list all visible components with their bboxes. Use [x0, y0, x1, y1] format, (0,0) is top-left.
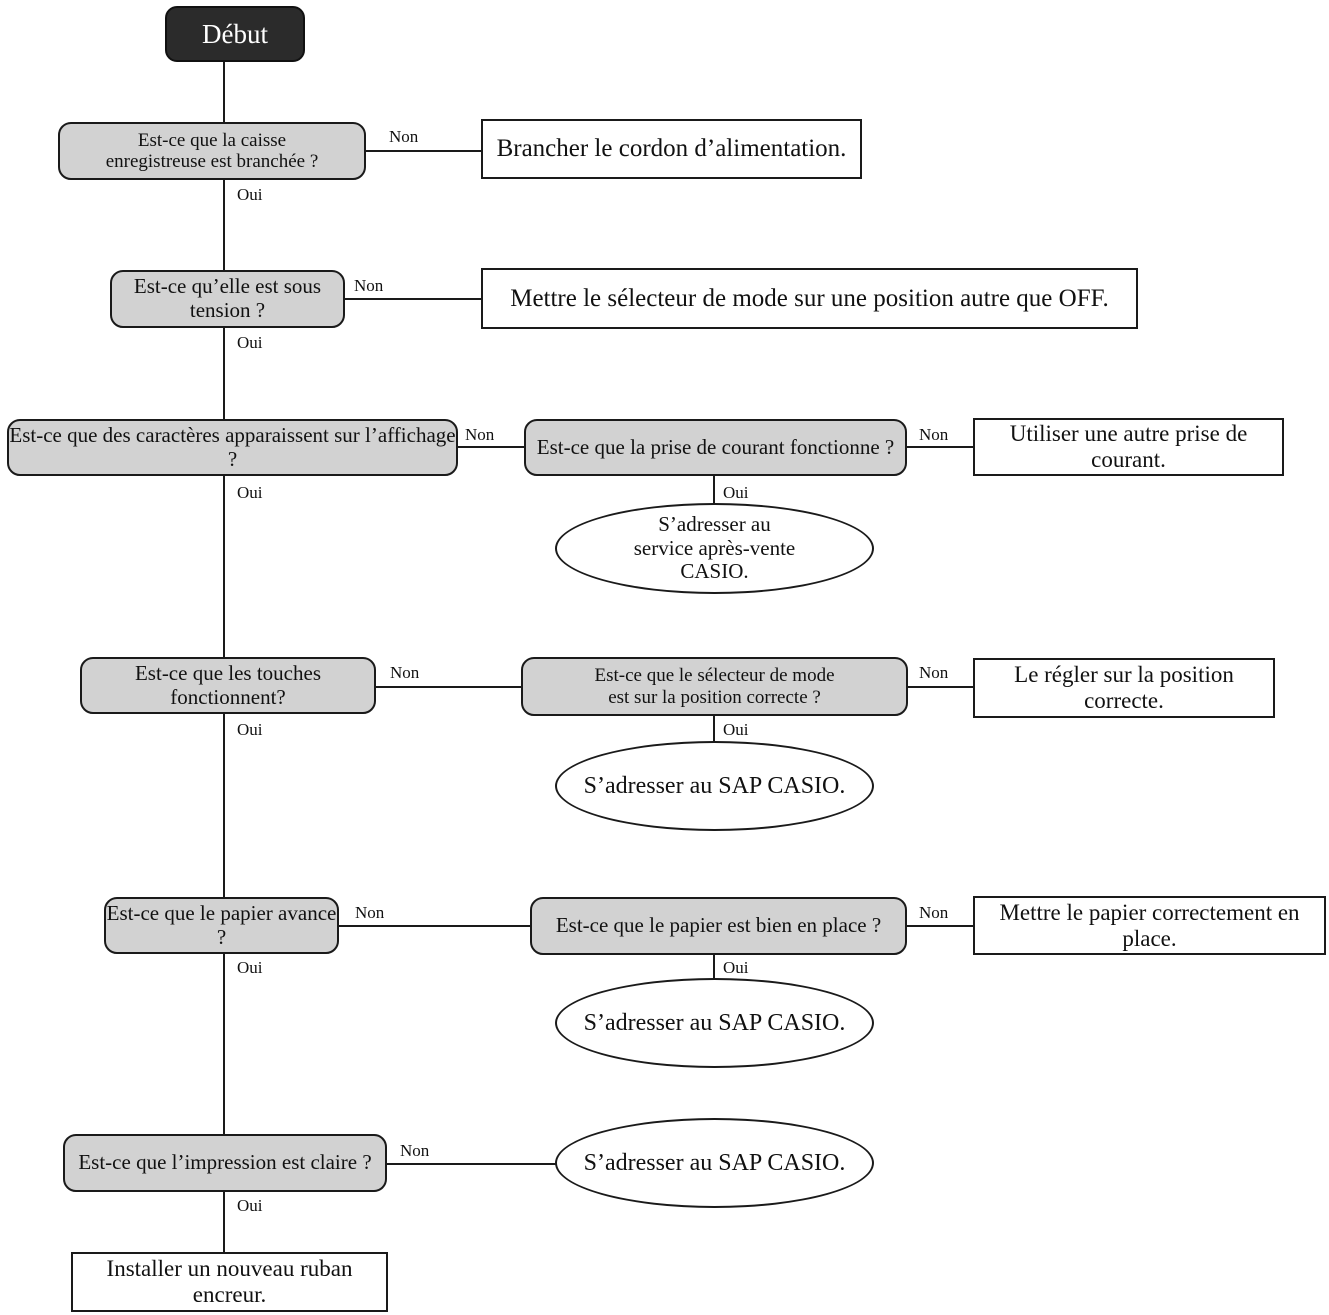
- connector-paper-feed-no: [338, 925, 530, 927]
- label-oui-display: Oui: [237, 483, 263, 502]
- label-oui-plugged: Oui: [237, 185, 263, 204]
- start-label: Début: [202, 18, 268, 49]
- label-oui-paper-placed: Oui: [723, 958, 749, 977]
- question-mode-switch-text: Est-ce que le sélecteur de mode est sur …: [594, 665, 835, 708]
- terminal-service-text: S’adresser au service après-vente CASIO.: [633, 512, 796, 584]
- connector-paper-placed-yes: [713, 955, 715, 979]
- action-set-mode: Mettre le sélecteur de mode sur une posi…: [481, 268, 1138, 329]
- label-non-print: Non: [400, 1141, 430, 1160]
- question-keys-text: Est-ce que les touches fonctionnent?: [134, 660, 322, 709]
- action-plug-cord: Brancher le cordon d’alimentation.: [481, 119, 862, 179]
- action-set-mode-text: Mettre le sélecteur de mode sur une posi…: [510, 284, 1109, 312]
- connector-mode-yes: [713, 716, 715, 742]
- connector-print-no: [386, 1163, 556, 1165]
- action-other-outlet-text: Utiliser une autre prise de courant.: [1009, 421, 1248, 472]
- label-non-mode: Non: [919, 663, 949, 682]
- terminal-sap-keys-text: S’adresser au SAP CASIO.: [583, 772, 846, 799]
- label-oui-paper-feed: Oui: [237, 958, 263, 977]
- question-powered-text: Est-ce qu’elle est sous tension ?: [133, 274, 322, 322]
- terminal-sap-keys: S’adresser au SAP CASIO.: [555, 741, 874, 831]
- question-print-clear: Est-ce que l’impression est claire ?: [63, 1134, 387, 1192]
- action-set-position: Le régler sur la position correcte.: [973, 658, 1275, 718]
- action-place-paper-text: Mettre le papier correctement en place.: [999, 899, 1300, 951]
- question-display: Est-ce que des caractères apparaissent s…: [7, 419, 458, 476]
- label-non-keys: Non: [390, 663, 420, 682]
- question-powered: Est-ce qu’elle est sous tension ?: [110, 270, 345, 328]
- label-oui-outlet: Oui: [723, 483, 749, 502]
- terminal-sap-paper: S’adresser au SAP CASIO.: [555, 978, 874, 1068]
- action-new-ribbon-text: Installer un nouveau ruban encreur.: [106, 1256, 353, 1307]
- question-outlet-text: Est-ce que la prise de courant fonctionn…: [536, 434, 895, 459]
- question-paper-feed: Est-ce que le papier avance ?: [104, 897, 339, 954]
- label-oui-print: Oui: [237, 1196, 263, 1215]
- label-oui-keys: Oui: [237, 720, 263, 739]
- label-non-paper-placed: Non: [919, 903, 949, 922]
- connector-mode-no: [907, 686, 973, 688]
- question-plugged-text: Est-ce que la caisse enregistreuse est b…: [105, 129, 319, 172]
- question-paper-placed-text: Est-ce que le papier est bien en place ?: [555, 913, 882, 938]
- terminal-service: S’adresser au service après-vente CASIO.: [555, 503, 874, 594]
- connector-keys-no: [375, 686, 521, 688]
- action-set-position-text: Le régler sur la position correcte.: [1014, 662, 1234, 713]
- action-new-ribbon: Installer un nouveau ruban encreur.: [71, 1252, 388, 1312]
- question-mode-switch: Est-ce que le sélecteur de mode est sur …: [521, 657, 908, 716]
- connector-powered-no: [344, 298, 481, 300]
- start-node: Début: [165, 6, 305, 62]
- connector-display-no: [457, 446, 524, 448]
- action-place-paper: Mettre le papier correctement en place.: [973, 896, 1326, 955]
- label-non-plugged: Non: [389, 127, 419, 146]
- connector-paper-placed-no: [906, 925, 973, 927]
- terminal-sap-paper-text: S’adresser au SAP CASIO.: [583, 1009, 846, 1036]
- connector-main-trunk: [223, 60, 225, 1252]
- question-print-clear-text: Est-ce que l’impression est claire ?: [78, 1150, 372, 1175]
- label-non-display: Non: [465, 425, 495, 444]
- question-paper-placed: Est-ce que le papier est bien en place ?: [530, 897, 907, 955]
- label-non-outlet: Non: [919, 425, 949, 444]
- action-other-outlet: Utiliser une autre prise de courant.: [973, 418, 1284, 476]
- terminal-sap-print-text: S’adresser au SAP CASIO.: [583, 1149, 846, 1176]
- label-non-powered: Non: [354, 276, 384, 295]
- label-oui-mode: Oui: [723, 720, 749, 739]
- label-non-paper-feed: Non: [355, 903, 385, 922]
- label-oui-powered: Oui: [237, 333, 263, 352]
- question-keys: Est-ce que les touches fonctionnent?: [80, 657, 376, 714]
- question-display-text: Est-ce que des caractères apparaissent s…: [9, 422, 456, 471]
- question-outlet: Est-ce que la prise de courant fonctionn…: [524, 419, 907, 476]
- terminal-sap-print: S’adresser au SAP CASIO.: [555, 1118, 874, 1208]
- connector-outlet-yes: [713, 476, 715, 504]
- question-paper-feed-text: Est-ce que le papier avance ?: [106, 900, 337, 949]
- connector-outlet-no: [906, 446, 973, 448]
- action-plug-cord-text: Brancher le cordon d’alimentation.: [496, 135, 847, 162]
- question-plugged: Est-ce que la caisse enregistreuse est b…: [58, 122, 366, 180]
- connector-plugged-no: [365, 150, 481, 152]
